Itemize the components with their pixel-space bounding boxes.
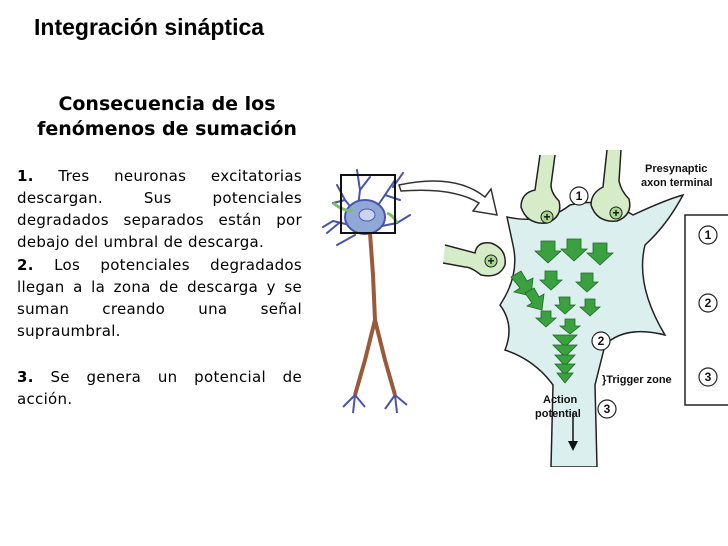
plus-sign: + bbox=[543, 210, 550, 224]
presynaptic-terminal-2 bbox=[590, 149, 631, 222]
point-2-text: Los potenciales degradados llegan a la z… bbox=[17, 256, 302, 340]
presynaptic-terminal-3 bbox=[442, 241, 506, 277]
presynaptic-label-line-1: Presynaptic bbox=[645, 163, 707, 175]
plus-sign: + bbox=[487, 254, 494, 268]
section-subtitle: Consecuencia de los fenómenos de sumació… bbox=[22, 92, 312, 142]
presynaptic-terminal-1 bbox=[520, 154, 561, 224]
point-1-text: Tres neuronas excitatorias descargan. Su… bbox=[17, 167, 302, 251]
small-neuron-synapses bbox=[332, 201, 399, 224]
step-number-2: 2 bbox=[598, 334, 605, 348]
presynaptic-label-line-2: axon terminal bbox=[641, 177, 713, 189]
trigger-zone-label: }Trigger zone bbox=[602, 374, 672, 386]
summation-arrows bbox=[510, 238, 615, 384]
small-neuron-axon-endings bbox=[342, 394, 408, 414]
small-neuron-nucleus bbox=[358, 208, 376, 222]
action-potential-label-line-1: Action bbox=[543, 394, 578, 406]
subtitle-line-1: Consecuencia de los bbox=[58, 93, 276, 115]
step-number-1: 1 bbox=[576, 189, 583, 203]
point-3-number: 3. bbox=[17, 368, 34, 386]
zoom-arrow bbox=[398, 180, 498, 216]
page-title: Integración sináptica bbox=[34, 14, 265, 40]
postsynaptic-cell bbox=[499, 193, 685, 467]
point-2-number: 2. bbox=[17, 256, 34, 274]
side-step-marker-1 bbox=[698, 225, 718, 245]
step-markers bbox=[569, 186, 617, 419]
point-2: 2. Los potenciales degradados llegan a l… bbox=[17, 254, 302, 342]
subtitle-line-2: fenómenos de sumación bbox=[37, 118, 297, 140]
step-number-3: 3 bbox=[604, 402, 611, 416]
side-step-number-2: 2 bbox=[705, 296, 712, 310]
point-1: 1. Tres neuronas excitatorias descargan.… bbox=[17, 165, 302, 253]
point-1-number: 1. bbox=[17, 167, 34, 185]
side-step-marker-3 bbox=[698, 367, 718, 387]
point-3: 3. Se genera un potencial de acción. bbox=[17, 366, 302, 410]
summation-diagram: + + + 1 2 3 Presynaptic axon terminal }T… bbox=[322, 149, 728, 467]
excitatory-markers: + + + bbox=[484, 206, 623, 268]
action-potential-label-line-2: potential bbox=[535, 408, 581, 420]
side-step-number-1: 1 bbox=[705, 228, 712, 242]
plus-sign: + bbox=[612, 206, 619, 220]
zoom-box bbox=[340, 174, 396, 234]
action-potential-arrowhead bbox=[568, 441, 578, 451]
small-neuron-axon bbox=[353, 232, 397, 396]
side-step-marker-2 bbox=[698, 293, 718, 313]
side-step-number-3: 3 bbox=[705, 370, 712, 384]
point-3-text: Se genera un potencial de acción. bbox=[17, 368, 302, 408]
